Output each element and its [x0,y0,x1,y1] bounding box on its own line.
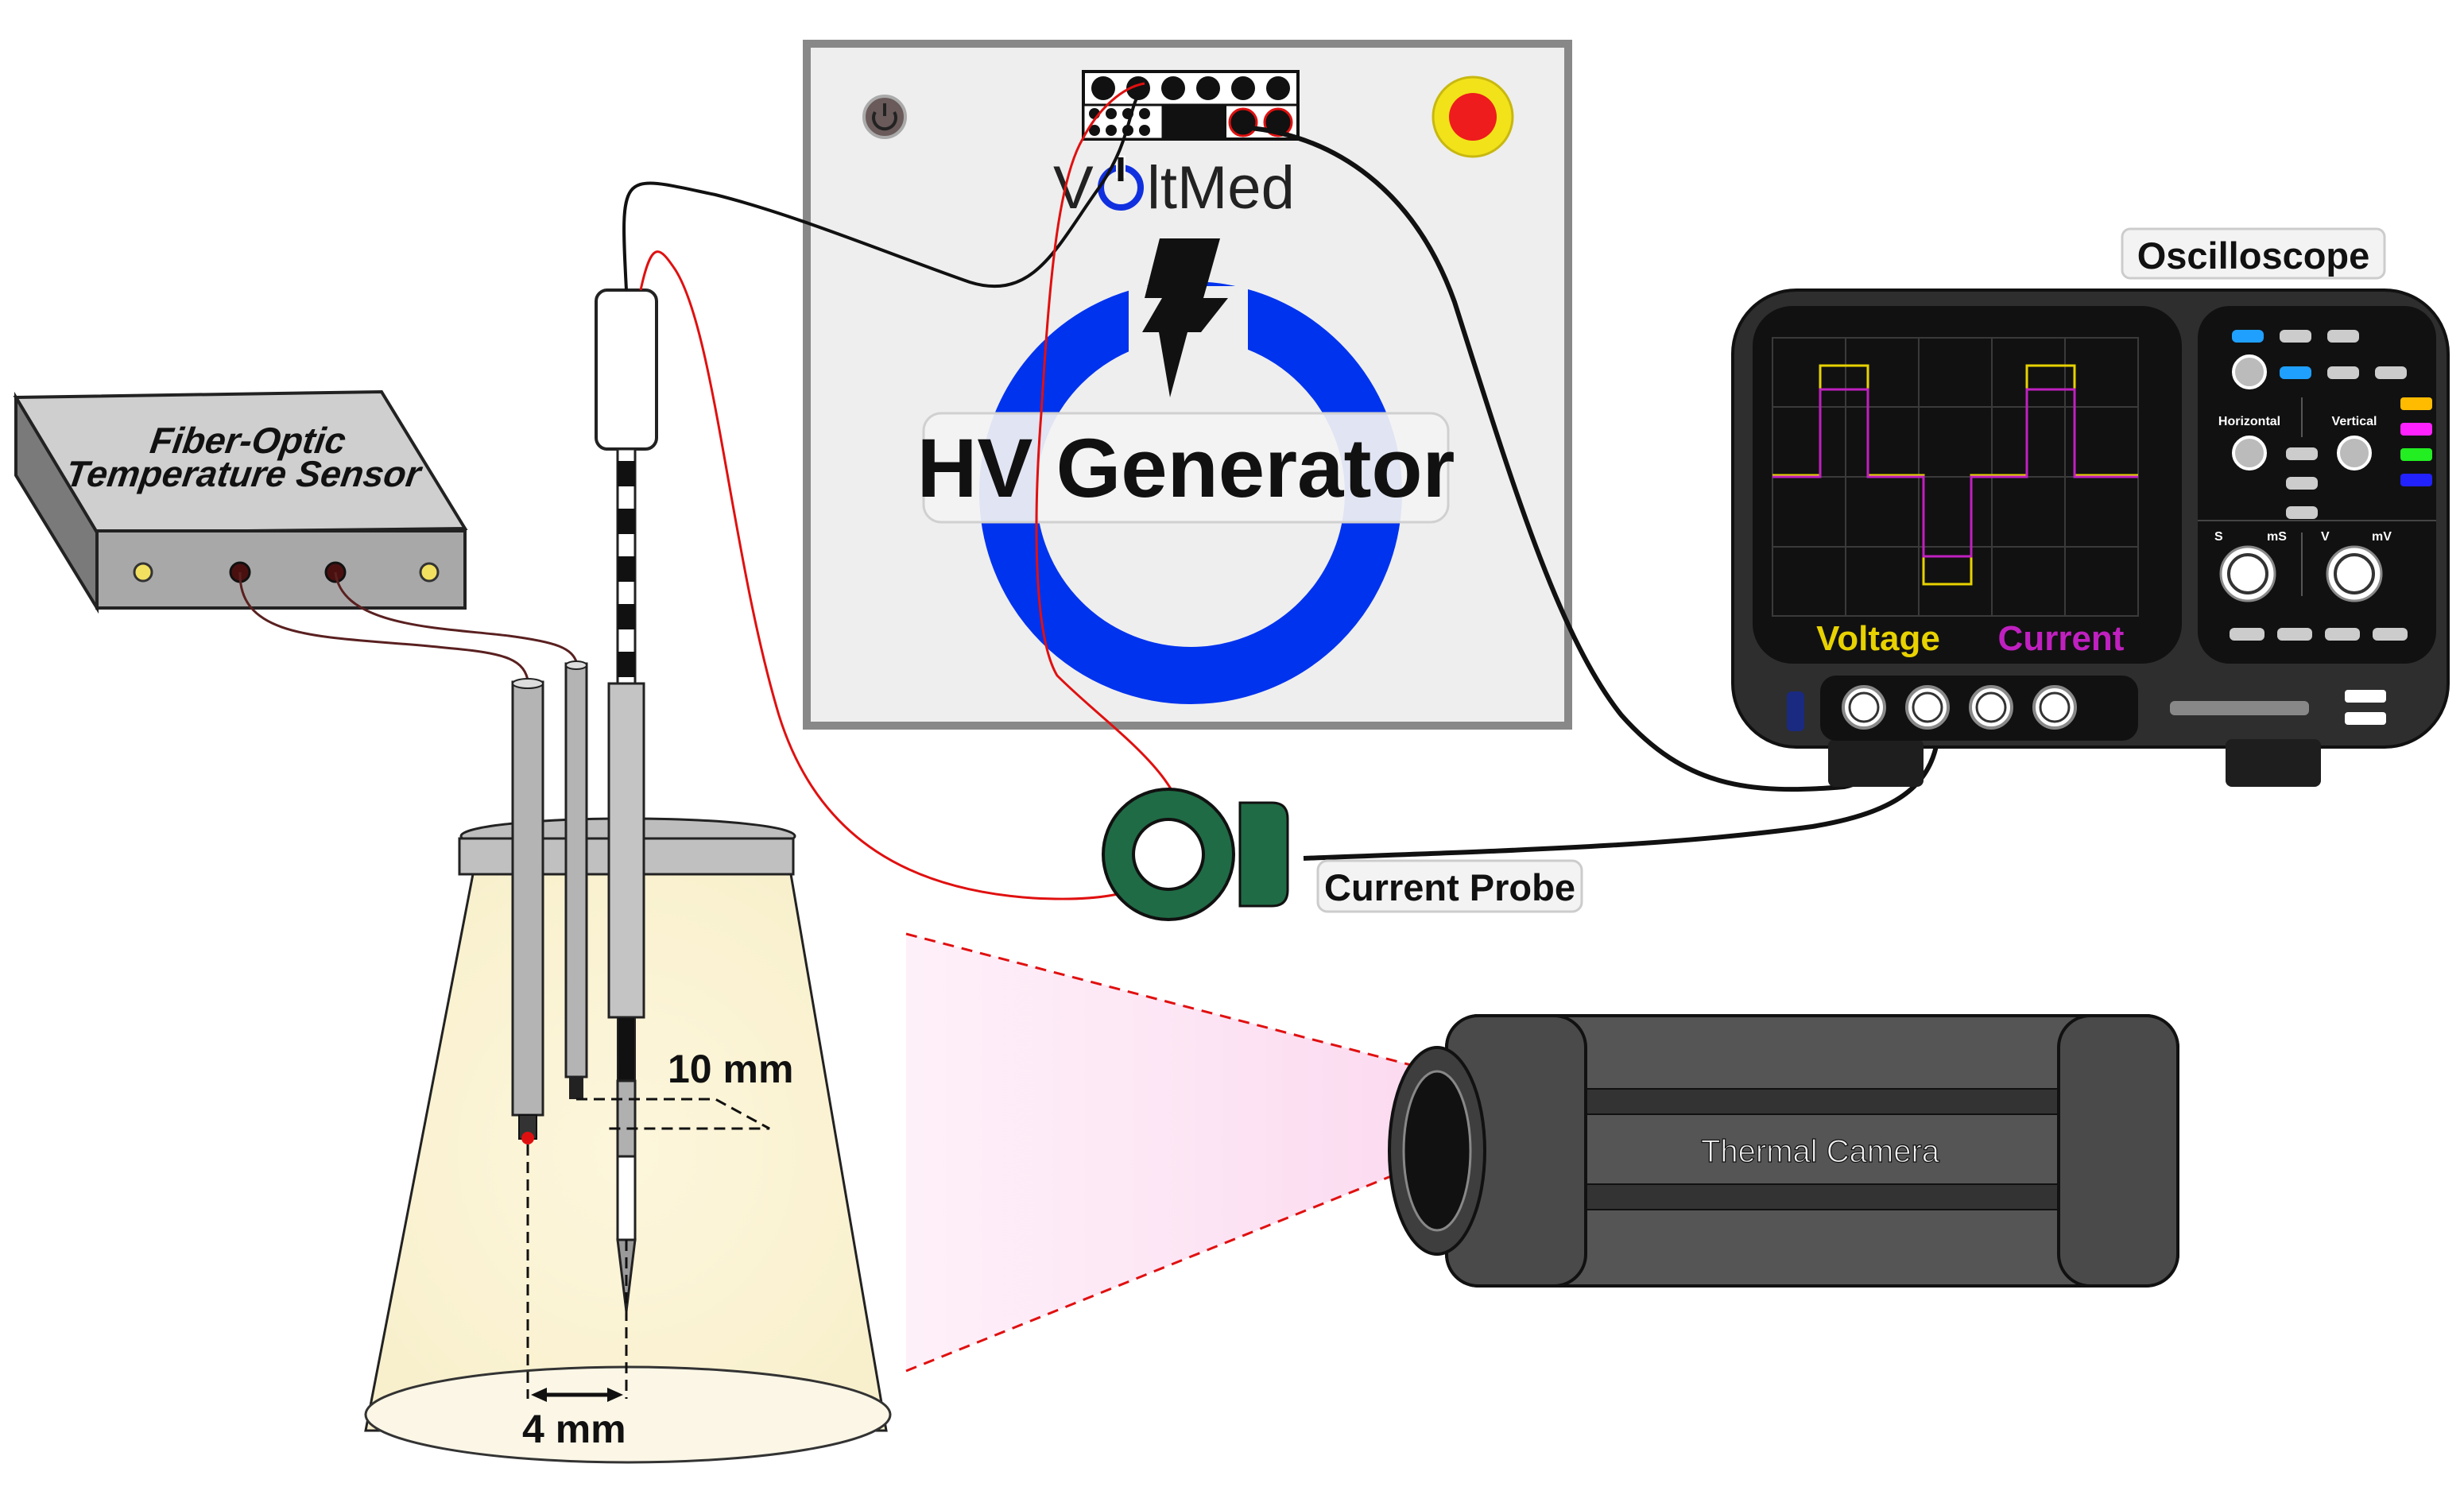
power-led [1787,691,1804,731]
hv-generator-label: HV Generator [917,422,1455,515]
electrode-handle [595,288,658,451]
dimension-annotations [526,1098,770,1399]
bottom-soft-buttons[interactable] [2230,628,2408,641]
emergency-stop-button[interactable] [1432,76,1514,158]
unit-v-label: V [2321,530,2330,544]
current-trace [1772,388,2138,558]
camera-lens [1402,1070,1472,1232]
vertical-label: Vertical [2332,415,2377,428]
power-icon[interactable] [862,95,907,139]
channel-buttons[interactable] [2400,397,2432,486]
voltage-probe-wire [1242,125,1876,792]
dimension-4mm-label: 4 mm [522,1407,626,1451]
horizontal-knob[interactable] [2232,436,2267,470]
input-bnc-connectors[interactable] [1842,685,2077,730]
thermal-camera: Thermal Camera [1388,1014,2179,1288]
oscilloscope-label-box [2121,227,2386,280]
voltage-label: Voltage [1816,619,1940,658]
unit-mv-label: mV [2372,530,2392,544]
vertical-knob[interactable] [2337,436,2372,470]
fiber-probe-middle [564,660,588,1099]
voltmed-logo: V ltMed [1053,154,1295,222]
hv-generator: V ltMed HV Generator [803,40,1572,730]
dimension-4mm-arrow [531,1388,623,1402]
electrode-black-wire [622,94,1140,291]
hv-generator-label-box [922,412,1450,524]
fiber-optic-label-line1: Fiber-Optic [148,420,349,461]
oscilloscope: Oscilloscope Voltage Current Ho [1731,227,2450,787]
sensor-led [133,562,153,583]
electrode-needle [595,288,658,1312]
lightning-bolt-icon [1142,238,1228,397]
unit-s-label: S [2214,530,2223,544]
dimension-10mm-label: 10 mm [668,1047,793,1091]
fiber-cable [238,571,530,684]
voltage-trace [1772,364,2138,586]
fiber-probe-left [511,678,544,1144]
camera-view-cone [906,934,1411,1371]
usb-slot [2170,701,2309,715]
fiber-optic-label-line2: Temperature Sensor [64,453,426,494]
control-buttons[interactable] [2232,330,2407,389]
current-probe-label: Current Probe [1324,866,1575,908]
thermal-camera-label: Thermal Camera [1701,1134,1940,1169]
current-label: Current [1998,619,2125,658]
fiber-optic-temperature-sensor: Fiber-Optic Temperature Sensor [13,389,468,614]
current-probe-label-box [1316,859,1583,913]
oscilloscope-label: Oscilloscope [2137,234,2370,277]
fiber-cable [334,571,579,664]
oscilloscope-screen [1753,306,2182,664]
unit-ms-label: mS [2267,530,2287,544]
generator-case [803,40,1572,730]
sensor-led [419,562,440,583]
svg-text:ltMed: ltMed [1147,154,1295,222]
current-probe [1102,788,1289,921]
horizontal-label: Horizontal [2218,415,2280,428]
